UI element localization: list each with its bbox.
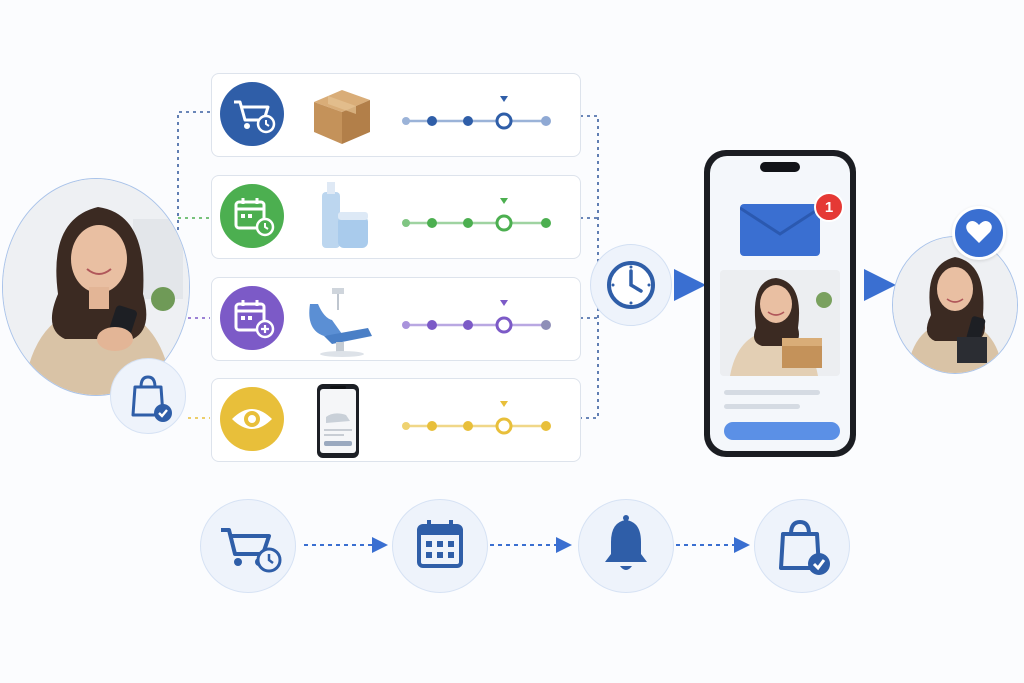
cart-clock-icon xyxy=(220,82,284,146)
notification-badge: 1 xyxy=(814,192,844,222)
progress-track-cart xyxy=(402,96,551,130)
link-person-cart xyxy=(177,111,210,230)
calendar-clock-icon xyxy=(220,184,284,248)
delivery-photo xyxy=(720,270,840,376)
flow-step-cart xyxy=(200,499,296,593)
dental-chair-image xyxy=(309,288,372,357)
flow-step-bell xyxy=(578,499,674,593)
notification-badge-count: 1 xyxy=(824,198,834,216)
eye-icon xyxy=(220,387,284,451)
bag-check-icon xyxy=(779,519,830,575)
phone-notification-mockup: 1 xyxy=(704,150,856,457)
cardboard-box-image xyxy=(314,90,370,144)
purchase-bag-badge xyxy=(110,358,186,434)
row-browse xyxy=(211,378,581,462)
calendar-icon xyxy=(417,520,463,568)
skincare-bottles-image xyxy=(322,182,368,248)
phone-notch xyxy=(760,162,800,172)
text-placeholder-line xyxy=(724,390,820,395)
row-abandoned-cart xyxy=(211,73,581,157)
calendar-plus-icon xyxy=(220,286,284,350)
cart-clock-icon xyxy=(221,528,282,573)
row-appointment xyxy=(211,175,581,259)
text-placeholder-line xyxy=(724,404,800,409)
phone-screen: 1 xyxy=(710,156,850,451)
bell-icon xyxy=(605,515,647,570)
progress-track-browse xyxy=(402,401,551,435)
flow-step-calendar xyxy=(392,499,488,593)
bag-check-icon xyxy=(131,375,172,422)
happy-customer-photo xyxy=(892,236,1018,374)
flow-step-purchase xyxy=(754,499,850,593)
heart-icon xyxy=(966,221,992,243)
scheduler-clock xyxy=(590,244,672,326)
heart-badge xyxy=(952,206,1006,260)
progress-track-dental xyxy=(402,300,551,334)
clock-icon xyxy=(607,261,655,309)
progress-track-calendar xyxy=(402,198,551,232)
cta-button[interactable] xyxy=(724,422,840,440)
envelope-icon xyxy=(740,204,821,256)
phone-product-page-image xyxy=(317,384,359,458)
row-dental xyxy=(211,277,581,361)
